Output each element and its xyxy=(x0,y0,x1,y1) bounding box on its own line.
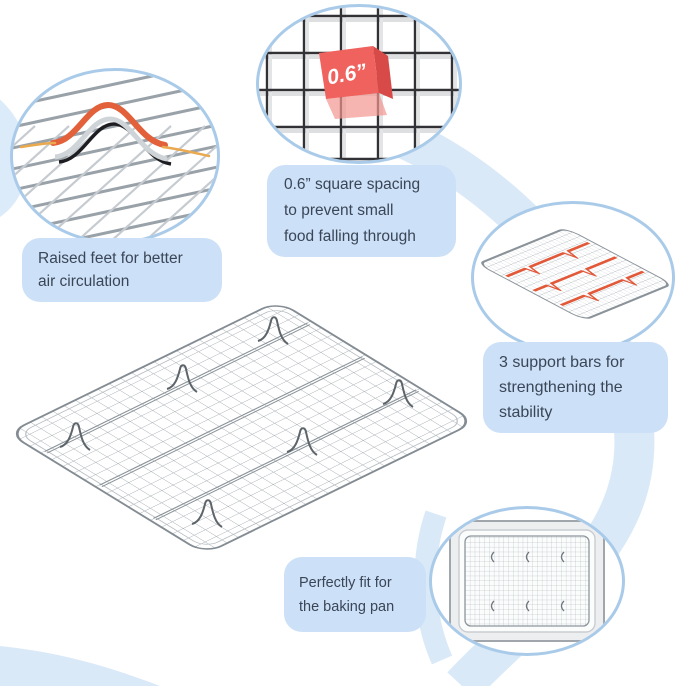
raised-feet xyxy=(59,316,414,528)
callout-line: air circulation xyxy=(38,273,130,290)
callout-line: food falling through xyxy=(284,228,416,245)
foot-highlight-orange xyxy=(50,101,168,148)
inset-pan-fit xyxy=(429,506,625,656)
square-spacing-closeup: 0.6” xyxy=(259,7,459,161)
callout-line: strengthening the xyxy=(499,379,623,396)
callout-line: 0.6” square spacing xyxy=(284,176,421,193)
foot-highlight-yellow xyxy=(19,141,211,158)
callout-raised-feet: Raised feet for better air circulation xyxy=(22,238,222,302)
callout-line: Raised feet for better xyxy=(38,250,183,267)
callout-line: Perfectly fit for xyxy=(299,574,392,591)
callout-square-spacing: 0.6” square spacing to prevent small foo… xyxy=(267,165,456,257)
main-rack-image xyxy=(15,305,468,550)
dimension-cube: 0.6” xyxy=(319,46,393,119)
callout-line: 3 support bars for xyxy=(499,354,625,371)
pan-fit-view xyxy=(449,520,605,642)
rack-feet-marks xyxy=(490,551,565,612)
raised-feet-closeup xyxy=(13,71,217,241)
inset-square-spacing: 0.6” xyxy=(256,4,462,164)
support-bars xyxy=(44,322,420,521)
callout-line: to prevent small xyxy=(284,202,394,219)
rack-in-pan xyxy=(464,535,590,627)
decor-bottom-left-swoosh xyxy=(0,646,160,686)
rack-surface xyxy=(15,305,468,550)
callout-support-bars: 3 support bars for strengthening the sta… xyxy=(483,342,668,433)
callout-line: stability xyxy=(499,404,553,421)
support-bars-view xyxy=(481,229,669,319)
callout-line: the baking pan xyxy=(299,598,395,615)
inset-raised-feet xyxy=(10,68,220,244)
support-bars-highlight xyxy=(505,241,645,307)
inset-support-bars xyxy=(471,201,675,354)
callout-pan-fit: Perfectly fit for the baking pan xyxy=(284,557,426,632)
foot-wire xyxy=(54,116,168,162)
